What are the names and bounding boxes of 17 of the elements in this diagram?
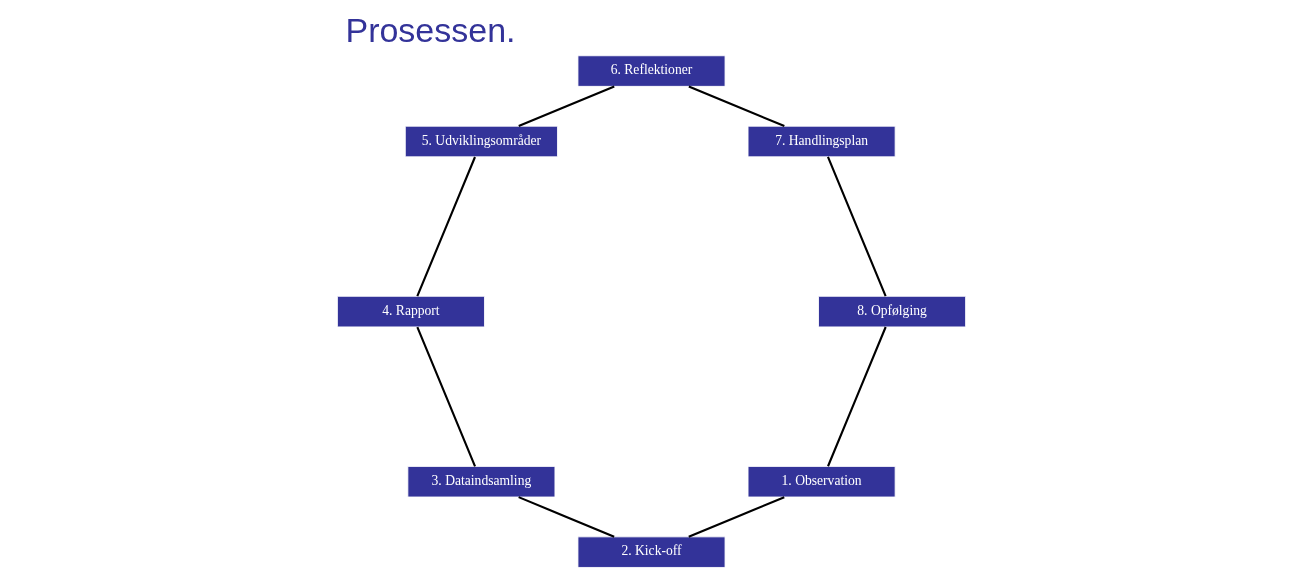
connector [827,156,887,297]
node-box: 1. Observation [747,465,896,498]
connector [688,496,785,538]
node-box: 5. Udviklingsområder [404,125,558,158]
connector [827,326,887,467]
node-box: 8. Opfølging [818,295,967,328]
node-box: 6. Reflektioner [577,55,726,87]
connector [518,85,615,128]
node-box: 7. Handlingsplan [747,125,896,158]
node-box: 4. Rapport [336,295,485,328]
connector [518,496,615,538]
connector [688,85,785,128]
diagram-title: Prosessen. [345,11,516,50]
node-box: 3. Dataindsamling [407,465,556,498]
connector [416,156,476,297]
connector [416,326,476,467]
node-box: 2. Kick-off [577,536,726,568]
